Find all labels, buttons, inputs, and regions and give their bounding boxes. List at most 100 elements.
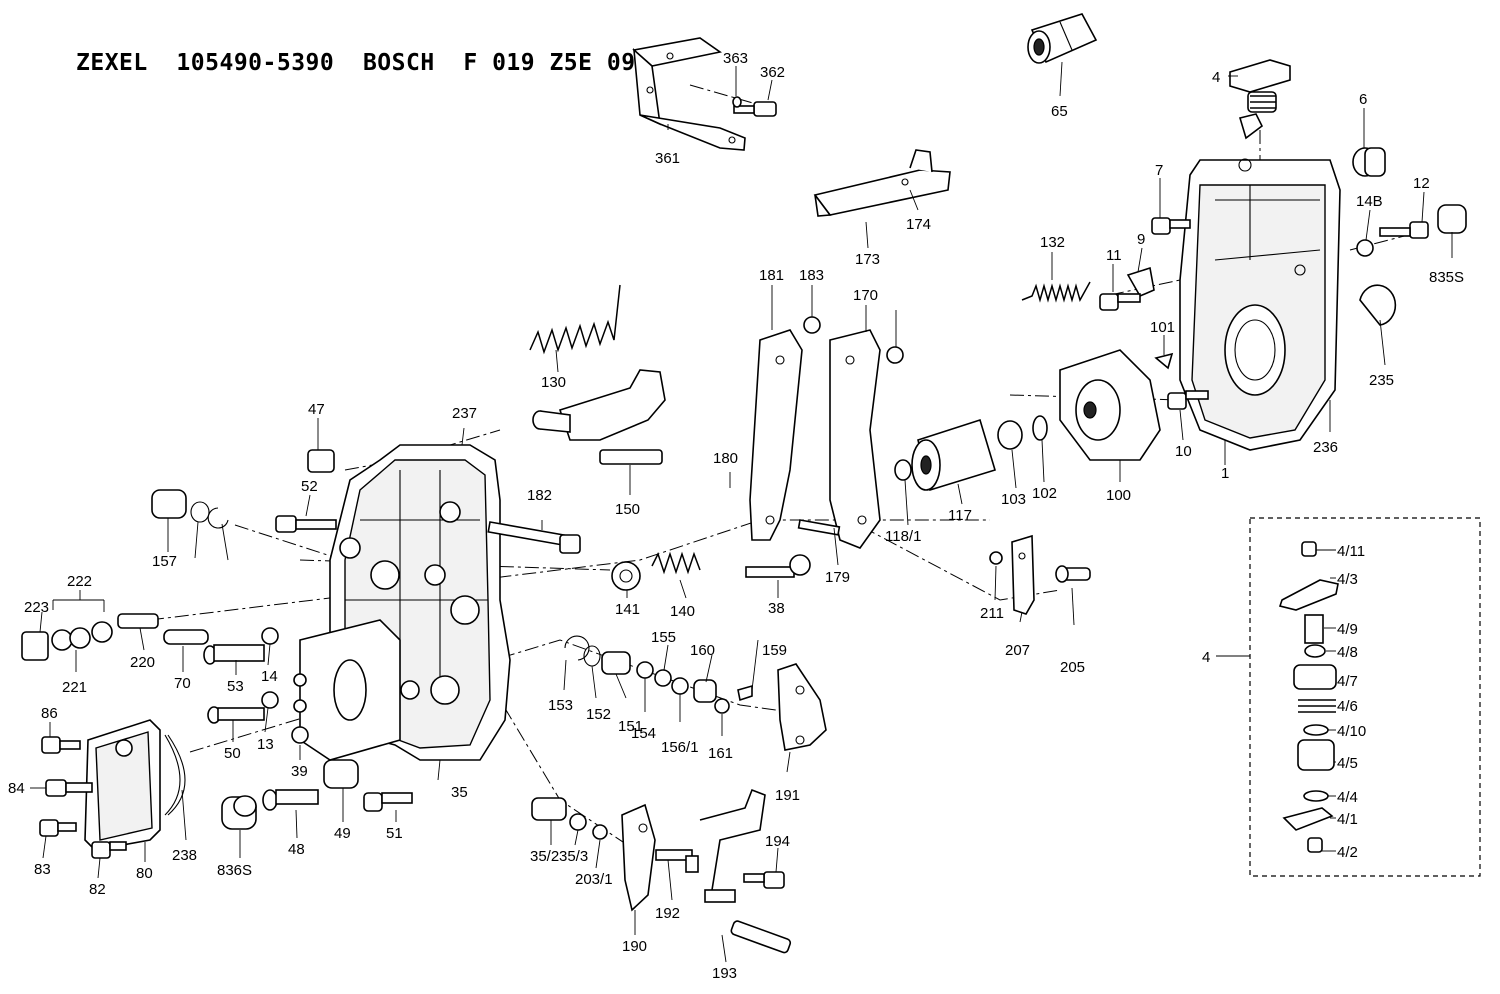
plug-6 [1352,147,1386,177]
plug-35-2 [531,797,567,821]
lever-193 [699,788,792,954]
part-label: 191 [775,787,800,804]
bracket-361 [632,37,746,151]
part-label: 35/2 [530,848,559,865]
housing-117 [911,418,996,492]
bolt-38 [745,554,811,578]
part-label: 159 [762,642,787,659]
nut-13 [261,691,279,709]
part-label: 203/1 [575,871,613,888]
part-label: 49 [334,825,351,842]
bolt-194 [743,871,785,889]
adjuster-assembly-220 [21,613,159,661]
part-label: 235 [1369,372,1394,389]
part-label: 100 [1106,487,1131,504]
part-label: 222 [67,573,92,590]
part-label: 192 [655,905,680,922]
lever-190 [621,803,656,912]
part-label: 179 [825,569,850,586]
spring-132 [1021,281,1091,303]
part-label: 153 [548,697,573,714]
detail-label: 4/2 [1337,844,1358,861]
bolt-50 [207,706,265,724]
detail-inset-labels: 4 4/11 4/3 4/9 4/8 4/7 4/6 4/10 4/5 4/4 … [1202,543,1366,861]
part-label: 86 [41,705,58,722]
part-label: 80 [136,865,153,882]
ring-235 [1359,284,1397,326]
detail-label: 4/10 [1337,723,1366,740]
part-label: 9 [1137,231,1145,248]
nut-39 [291,726,309,744]
bolt-51 [363,792,413,812]
key-101 [1154,352,1174,370]
part-label: 82 [89,881,106,898]
part-label: 39 [291,763,308,780]
pin-205 [1055,565,1091,583]
part-label: 183 [799,267,824,284]
part-label: 155 [651,629,676,646]
part-label: 361 [655,150,680,167]
part-label: 236 [1313,439,1338,456]
part-label: 211 [980,605,1004,622]
solenoid-4 [1229,59,1291,140]
part-label: 160 [690,642,715,659]
part-label: 207 [1005,642,1030,659]
part-label: 362 [760,64,785,81]
part-label: 130 [541,374,566,391]
bolt-52 [275,515,337,533]
nut-65 [1027,13,1098,64]
part-label: 190 [622,938,647,955]
bolt-11 [1099,293,1141,311]
part-label: 35 [451,784,468,801]
part-label: 221 [62,679,87,696]
bolt-82 [91,841,127,859]
lever-150 [532,369,666,465]
part-label: 6 [1359,91,1367,108]
bolt-83 [39,819,77,837]
detail-label: 4/5 [1337,755,1358,772]
bolt-7 [1151,217,1191,235]
part-label: 84 [8,780,25,797]
part-label: 1 [1221,465,1229,482]
bracket-9 [1126,266,1155,298]
part-label: 173 [855,251,880,268]
lever-181 [749,316,821,541]
part-label: 170 [853,287,878,304]
screw-362 [732,96,777,117]
part-label: 4 [1212,69,1220,86]
bolt-84 [45,779,93,797]
nut-141 [611,561,641,591]
detail-label: 4/11 [1337,543,1365,560]
part-label: 835S [1429,269,1464,286]
cap-49 [323,759,359,789]
valve-151-group [564,635,753,714]
washer-14B [1356,239,1374,257]
part-label: 161 [708,745,733,762]
part-label: 12 [1413,175,1430,192]
part-label: 101 [1150,319,1175,336]
cap-836S [221,795,257,830]
part-103 [997,420,1023,450]
cam-ring-100 [1059,349,1161,461]
part-label: 103 [1001,491,1026,508]
part-label: 65 [1051,103,1068,120]
detail-inset-parts [1278,541,1339,853]
part-label: 35/3 [559,848,588,865]
detail-label: 4/3 [1337,571,1358,588]
part-label: 156/1 [661,739,699,756]
part-label: 193 [712,965,737,982]
part-label: 174 [906,216,931,233]
pin-179 [797,519,841,536]
part-label: 118/1 [885,528,921,545]
part-label: 132 [1040,234,1065,251]
part-label: 836S [217,862,252,879]
part-label: 237 [452,405,477,422]
part-label: 50 [224,745,241,762]
washer-35-3 [569,813,587,831]
part-label: 194 [765,833,790,850]
part-label: 10 [1175,443,1192,460]
bolt-48 [262,789,319,811]
diagram-title: ZEXEL 105490-5390 BOSCH F 019 Z5E 099 [76,50,650,76]
part-label: 238 [172,847,197,864]
